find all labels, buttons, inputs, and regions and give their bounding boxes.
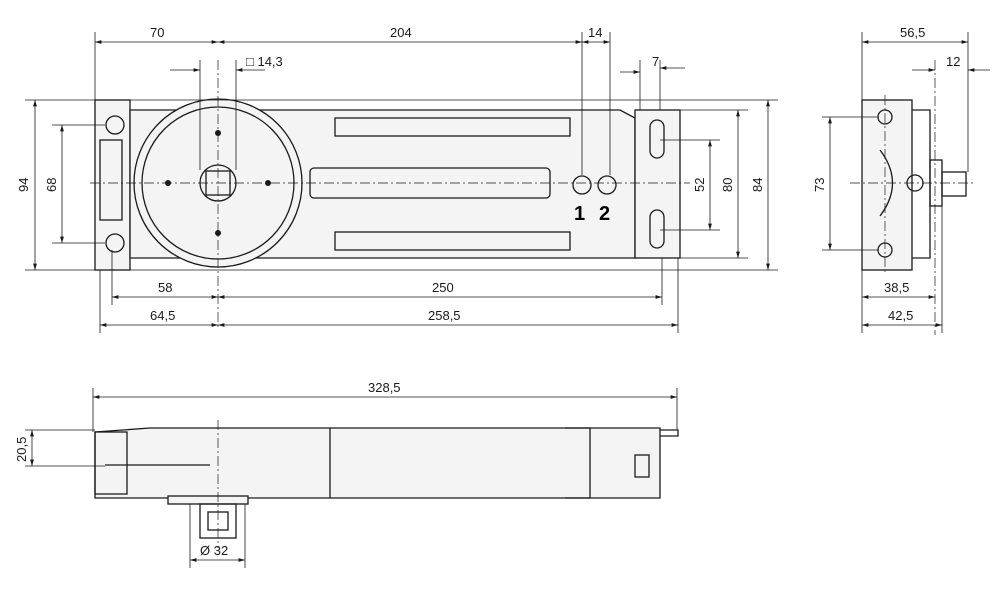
dim-80: 80	[720, 178, 735, 192]
dim-7: 7	[652, 54, 659, 69]
dim-328-5: 328,5	[368, 380, 401, 395]
dim-14: 14	[588, 25, 602, 40]
dim-258-5: 258,5	[428, 308, 461, 323]
dim-64-5: 64,5	[150, 308, 175, 323]
dim-56-5: 56,5	[900, 25, 925, 40]
front-view: 328,5 20,5 Ø 32	[14, 380, 679, 568]
side-view: 56,5 12 73 38,5 42,5	[812, 25, 990, 335]
side-plate	[861, 99, 913, 271]
screw-top	[105, 115, 125, 135]
dim-204: 204	[390, 25, 412, 40]
dim-84: 84	[750, 178, 765, 192]
dim-diameter-32: Ø 32	[200, 543, 228, 558]
front-body	[94, 427, 661, 499]
valve-2	[597, 175, 617, 195]
dim-42-5: 42,5	[888, 308, 913, 323]
dim-52: 52	[692, 178, 707, 192]
valve-label-2: 2	[599, 203, 610, 225]
right-plate	[634, 109, 681, 259]
dim-12: 12	[946, 54, 960, 69]
dim-square-14-3: □ 14,3	[246, 54, 283, 69]
dim-58: 58	[158, 280, 172, 295]
top-view: 1 2	[16, 25, 778, 333]
valve-1	[572, 175, 592, 195]
screw-bottom	[105, 233, 125, 253]
dim-20-5: 20,5	[14, 437, 29, 462]
dim-94: 94	[16, 178, 31, 192]
dim-70: 70	[150, 25, 164, 40]
dim-250: 250	[432, 280, 454, 295]
dim-68: 68	[44, 178, 59, 192]
dim-73: 73	[812, 178, 827, 192]
dim-38-5: 38,5	[884, 280, 909, 295]
side-spindle	[941, 171, 967, 197]
valve-label-1: 1	[574, 203, 585, 225]
